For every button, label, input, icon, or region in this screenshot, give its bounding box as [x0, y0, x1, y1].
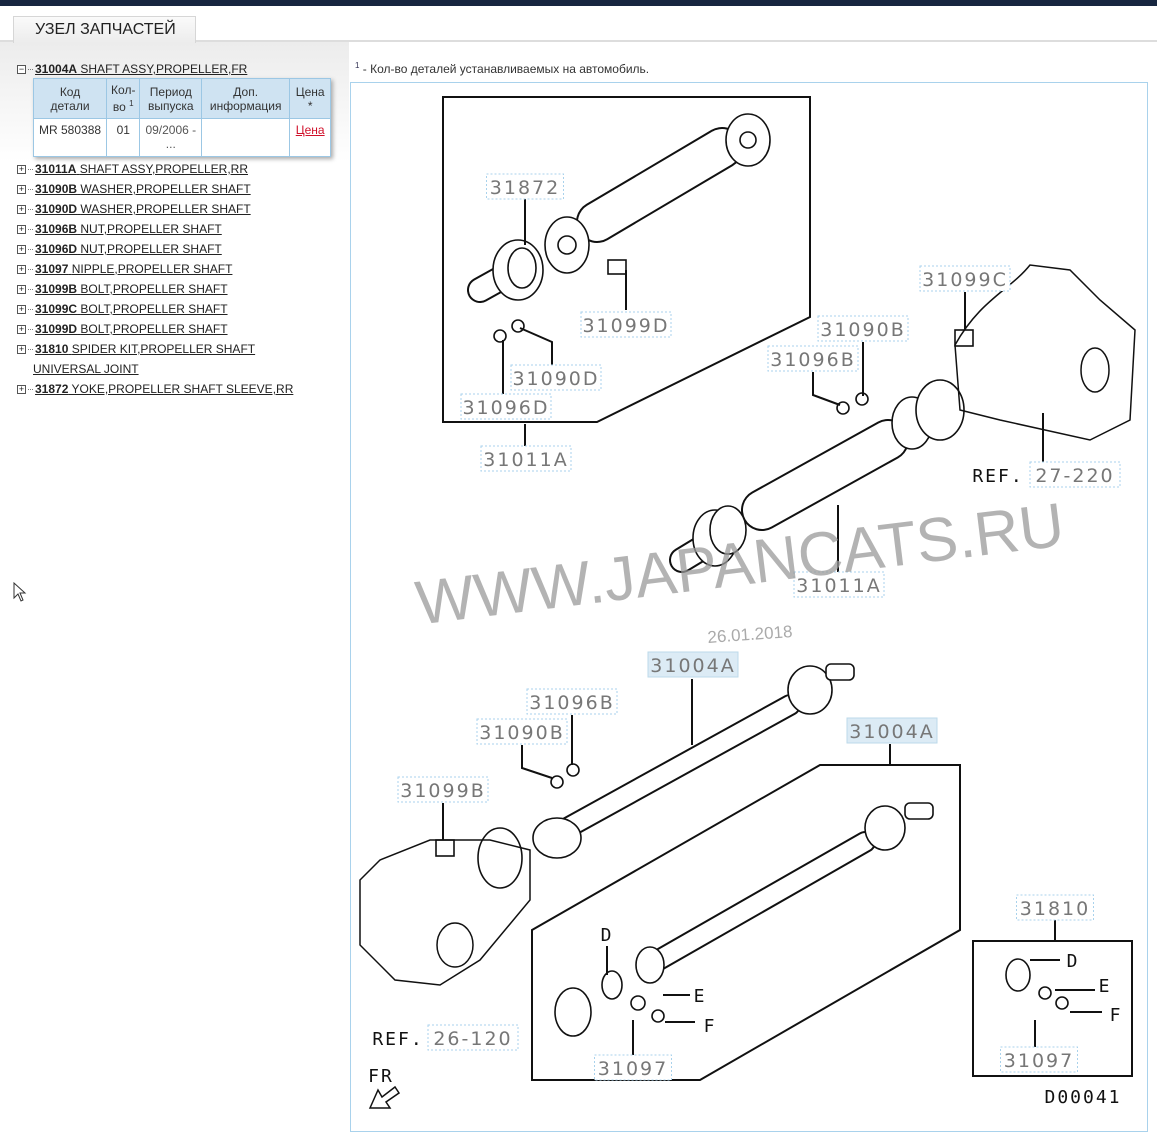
parts-diagram[interactable]	[350, 82, 1148, 1132]
expand-icon[interactable]: +	[17, 303, 26, 314]
tree-item-31099D[interactable]: +31099D BOLT,PROPELLER SHAFT	[17, 319, 293, 339]
tree-item-31090B[interactable]: +31090B WASHER,PROPELLER SHAFT	[17, 179, 293, 199]
tab-strip	[0, 40, 1157, 42]
tree-item-link[interactable]: 31011A SHAFT ASSY,PROPELLER,RR	[35, 162, 249, 176]
tree-item-31872[interactable]: +31872 YOKE,PROPELLER SHAFT SLEEVE,RR	[17, 379, 293, 399]
expand-icon[interactable]: +	[17, 283, 26, 294]
expand-icon[interactable]: +	[17, 243, 26, 254]
tree-item-link[interactable]: 31090D WASHER,PROPELLER SHAFT	[35, 202, 251, 216]
tree-item-31090D[interactable]: +31090D WASHER,PROPELLER SHAFT	[17, 199, 293, 219]
price-link[interactable]: Цена	[295, 123, 325, 137]
top-bar	[0, 0, 1157, 6]
part-period: 09/2006 -...	[139, 118, 203, 157]
tree-item-31099B[interactable]: +31099B BOLT,PROPELLER SHAFT	[17, 279, 293, 299]
tree-connector	[28, 384, 33, 390]
tree-item-31810[interactable]: +31810 SPIDER KIT,PROPELLER SHAFT	[17, 339, 293, 359]
tree-item-31097[interactable]: +31097 NIPPLE,PROPELLER SHAFT	[17, 259, 293, 279]
expand-icon[interactable]: +	[17, 163, 26, 174]
tree-connector	[28, 244, 33, 250]
tree-item-link[interactable]: UNIVERSAL JOINT	[33, 362, 139, 376]
tree-item-link[interactable]: 31096D NUT,PROPELLER SHAFT	[35, 242, 222, 256]
tree-item-31011A[interactable]: +31011A SHAFT ASSY,PROPELLER,RR	[17, 159, 293, 179]
tree-item-link[interactable]: 31096B NUT,PROPELLER SHAFT	[35, 222, 222, 236]
tree-item-31004A[interactable]: −31004A SHAFT ASSY,PROPELLER,FR	[17, 59, 293, 79]
part-code: MR 580388	[32, 118, 108, 157]
tree-item-link[interactable]: 31099C BOLT,PROPELLER SHAFT	[35, 302, 228, 316]
tree-connector	[28, 324, 33, 330]
expand-icon[interactable]: +	[17, 383, 26, 394]
tree-item-link[interactable]: 31872 YOKE,PROPELLER SHAFT SLEEVE,RR	[35, 382, 294, 396]
col-price: Цена*	[289, 78, 332, 119]
expand-icon[interactable]: +	[17, 263, 26, 274]
tree-connector	[28, 264, 33, 270]
tree-connector	[28, 204, 33, 210]
tree-connector	[28, 284, 33, 290]
tree-connector	[28, 164, 33, 170]
col-info: Доп.информация	[201, 78, 291, 119]
tree-item-31096B[interactable]: +31096B NUT,PROPELLER SHAFT	[17, 219, 293, 239]
part-qty: 01	[106, 118, 141, 157]
tree-item-31096D[interactable]: +31096D NUT,PROPELLER SHAFT	[17, 239, 293, 259]
tree-item-link[interactable]: 31810 SPIDER KIT,PROPELLER SHAFT	[35, 342, 256, 356]
mouse-cursor-icon	[13, 582, 27, 602]
tree-item-link[interactable]: 31099B BOLT,PROPELLER SHAFT	[35, 282, 228, 296]
tree-item-continuation[interactable]: UNIVERSAL JOINT	[17, 359, 293, 379]
parts-tree: −31004A SHAFT ASSY,PROPELLER,FR +31011A S…	[17, 59, 293, 399]
expand-icon[interactable]: +	[17, 203, 26, 214]
tree-item-link[interactable]: 31004A SHAFT ASSY,PROPELLER,FR	[35, 62, 248, 76]
collapse-icon[interactable]: −	[17, 63, 26, 74]
tree-connector	[28, 184, 33, 190]
expand-icon[interactable]: +	[17, 323, 26, 334]
tree-item-link[interactable]: 31097 NIPPLE,PROPELLER SHAFT	[35, 262, 233, 276]
expand-icon[interactable]: +	[17, 183, 26, 194]
part-price[interactable]: Цена	[289, 118, 332, 157]
table-row: MR 580388 01 09/2006 -... Цена	[32, 118, 332, 157]
tree-connector	[28, 344, 33, 350]
tree-item-31099C[interactable]: +31099C BOLT,PROPELLER SHAFT	[17, 299, 293, 319]
tree-item-link[interactable]: 31099D BOLT,PROPELLER SHAFT	[35, 322, 228, 336]
left-panel	[0, 42, 349, 1133]
tree-connector	[28, 224, 33, 230]
part-info	[201, 118, 291, 157]
tree-item-link[interactable]: 31090B WASHER,PROPELLER SHAFT	[35, 182, 251, 196]
col-qty: Кол-во 1	[106, 78, 141, 119]
tree-connector	[28, 64, 33, 70]
tab-parts-assembly[interactable]: УЗЕЛ ЗАПЧАСТЕЙ	[13, 16, 196, 43]
tree-connector	[28, 304, 33, 310]
expand-icon[interactable]: +	[17, 343, 26, 354]
expand-icon[interactable]: +	[17, 223, 26, 234]
qty-footnote: 1 - Кол-во деталей устанавливаемых на ав…	[355, 61, 650, 76]
